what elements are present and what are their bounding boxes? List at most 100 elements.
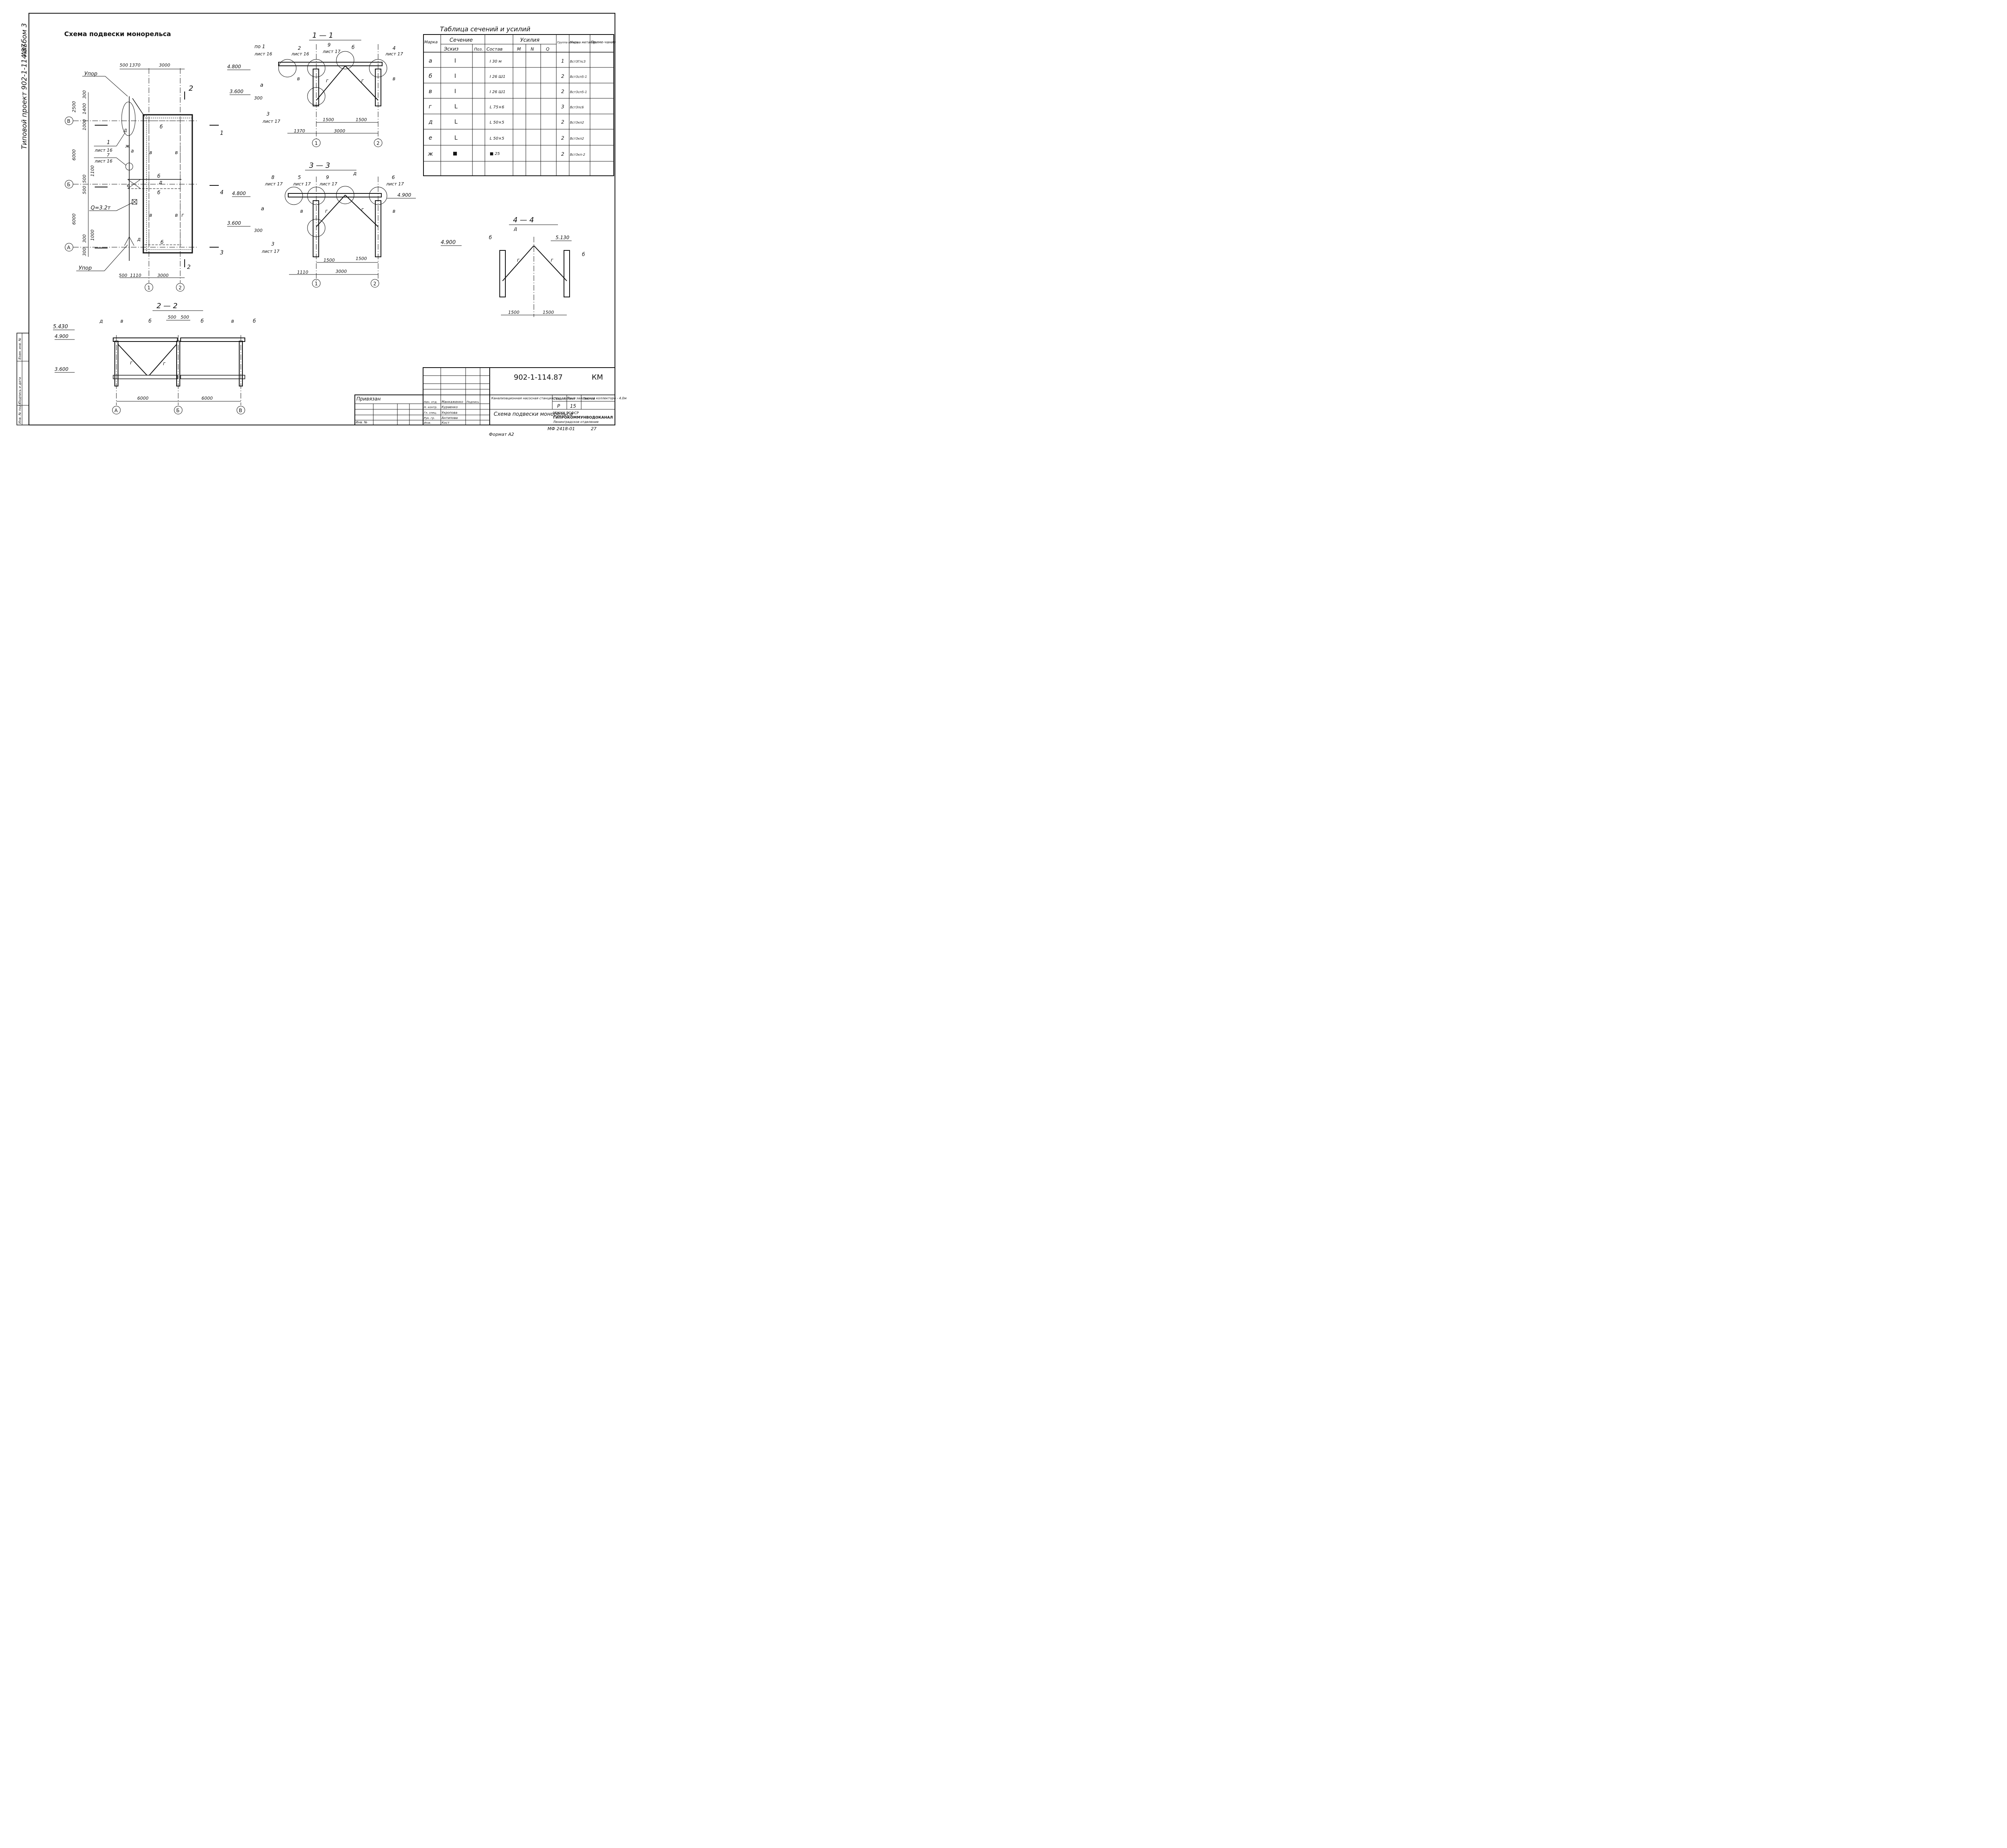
section-4-4: 4 — 4 4.900 5.130 б д б г г 1500 1500 xyxy=(441,216,585,317)
s3-dim-1110: 1110 xyxy=(297,270,308,275)
cut-mark-2-top: 2 xyxy=(189,84,193,93)
callout-7-num: 7 xyxy=(107,152,110,158)
label-stop-bottom: Упор xyxy=(79,265,92,271)
s1-col-1 xyxy=(313,69,319,106)
s2-axis-b xyxy=(174,406,183,415)
row-g-steel: Вст3пс6 xyxy=(570,106,584,109)
dim-left-1100: 1100 xyxy=(90,165,95,177)
row-v-group: 2 xyxy=(561,89,564,94)
s2-axis-v xyxy=(236,406,245,415)
s2-elev-4900: 4.900 xyxy=(55,333,69,339)
sign-header: Подпись xyxy=(466,401,479,404)
side-stamp-replace: Взам. инв. № xyxy=(18,338,22,360)
pit-wall xyxy=(142,114,193,254)
dim-top-1370: 1370 xyxy=(129,63,140,68)
plan-mark-v2: в xyxy=(175,150,178,155)
plan-mark-v4: в xyxy=(175,212,178,218)
dim-left-6000-2: 6000 xyxy=(71,213,77,225)
s3-dim-1500-2: 1500 xyxy=(356,256,367,261)
section-2-2: 2 — 2 5.430 4.900 3.600 500 500 д в б б … xyxy=(53,302,256,415)
s1-callout-3-num: 3 xyxy=(267,111,270,117)
row-a-group: 1 xyxy=(561,58,564,64)
title-project-name: Канализационная насосная станция при глу… xyxy=(491,396,627,400)
title-sheets-h: Листов xyxy=(582,397,595,401)
dim-left-6000-1: 6000 xyxy=(71,149,77,161)
side-stamp-sign: Подпись и дата xyxy=(18,377,22,404)
row-v-comp: I 26 Ш1 xyxy=(490,90,505,94)
title-attached: Привязан xyxy=(356,396,381,402)
axis-label-1: 1 xyxy=(147,285,151,291)
s3-callout-5-sheet: лист 17 xyxy=(293,181,311,187)
dim-bot-500: 500 xyxy=(119,273,127,278)
row-b-mark: б xyxy=(429,73,432,79)
table-h-steel: Марка металла xyxy=(570,41,596,44)
s3-callout-5-num: 5 xyxy=(298,175,301,180)
plan-mark-v1: в xyxy=(149,150,152,155)
table-row: д L L 50×5 2 Вст3кп2 xyxy=(428,119,584,125)
row-a-steel: Вст3Гпс3 xyxy=(570,60,586,63)
s4-mark-b1: б xyxy=(489,235,492,240)
table-h-m: М xyxy=(517,47,521,52)
callout-7-sheet: лист 16 xyxy=(94,159,112,164)
s1-axis-1-label: 1 xyxy=(315,140,318,146)
s2-dim-500-1: 500 xyxy=(168,315,176,320)
s2-elev-3600: 3.600 xyxy=(55,366,69,372)
s2-mark-g1: г xyxy=(130,360,133,366)
name-4: Кост xyxy=(442,421,450,425)
s1-dim-1370: 1370 xyxy=(294,128,305,134)
section-3-title: 3 — 3 xyxy=(309,161,330,170)
row-b-steel: Вст3сп5-1 xyxy=(570,75,587,79)
table-h-comp: Состав xyxy=(486,47,503,52)
section-2-title: 2 — 2 xyxy=(157,302,177,310)
callout-1-num: 1 xyxy=(107,140,110,146)
role-3: Рук. гр. xyxy=(424,417,435,420)
s2-dim-500-2: 500 xyxy=(181,315,189,320)
s1-callout-2-num: 2 xyxy=(298,45,301,51)
s2-beam-left xyxy=(113,337,178,342)
s3-callout-3-sheet: лист 17 xyxy=(261,249,279,254)
title-org-3: Ленинградское отделение xyxy=(553,420,598,424)
table-row: в I I 26 Ш1 2 Вст3сп5-1 xyxy=(429,88,587,95)
row-e-group: 2 xyxy=(561,135,564,141)
s1-top-beam xyxy=(278,62,383,66)
cut-mark-3: 3 xyxy=(220,250,224,256)
label-stop-top: Упор xyxy=(84,71,98,77)
hoist-symbol xyxy=(132,199,137,205)
s4-dim-1500-2: 1500 xyxy=(543,310,554,315)
s2-mark-b3: б xyxy=(253,318,256,324)
row-a-sketch: I xyxy=(454,58,456,64)
table-h-q: Q xyxy=(546,47,550,52)
title-org-1: МЖКХ РСФСР xyxy=(553,411,579,415)
s2-mark-b1: б xyxy=(149,318,152,324)
dim-left-1000-2: 1000 xyxy=(90,230,95,241)
row-g-group: 3 xyxy=(561,104,564,110)
row-v-sketch: I xyxy=(454,88,456,95)
axis-bubble-2 xyxy=(176,283,185,292)
row-b-sketch: I xyxy=(454,73,456,79)
name-0: Манкаженко xyxy=(442,400,463,404)
s3-col-1 xyxy=(313,200,319,257)
s1-elev-4800: 4.800 xyxy=(227,64,241,69)
row-d-mark: д xyxy=(428,119,433,125)
title-sheet-num: 15 xyxy=(570,403,576,409)
row-zh-comp: ■ 25 xyxy=(490,152,500,156)
s3-mark-g1: г xyxy=(325,208,328,214)
s1-dim-1500-2: 1500 xyxy=(356,117,367,122)
row-e-mark: е xyxy=(429,135,432,141)
s1-mark-v2: в xyxy=(393,76,395,81)
axis-label-a: А xyxy=(67,245,71,250)
table-h-pos: Поз. xyxy=(474,47,483,52)
plan-mark-b2: б xyxy=(157,173,161,179)
drawing-canvas: Схема подвески монорельса В Б А 1 2 xyxy=(16,13,627,437)
row-d-steel: Вст3кп2 xyxy=(570,121,584,124)
s1-callout-4-num: 4 xyxy=(393,45,396,51)
title-sheet-h: Лист xyxy=(567,397,576,401)
s3-mark-d: д xyxy=(353,171,356,176)
s3-axis-1-label: 1 xyxy=(315,281,318,287)
s1-axis-1 xyxy=(312,138,321,147)
s4-dim-1500-1: 1500 xyxy=(508,310,519,315)
table-h-group: Группа констр. xyxy=(557,41,580,44)
s3-callout-6-sheet: лист 17 xyxy=(386,181,404,187)
callout-circle-7 xyxy=(125,163,133,171)
row-b-comp: I 26 Ш1 xyxy=(490,75,505,79)
